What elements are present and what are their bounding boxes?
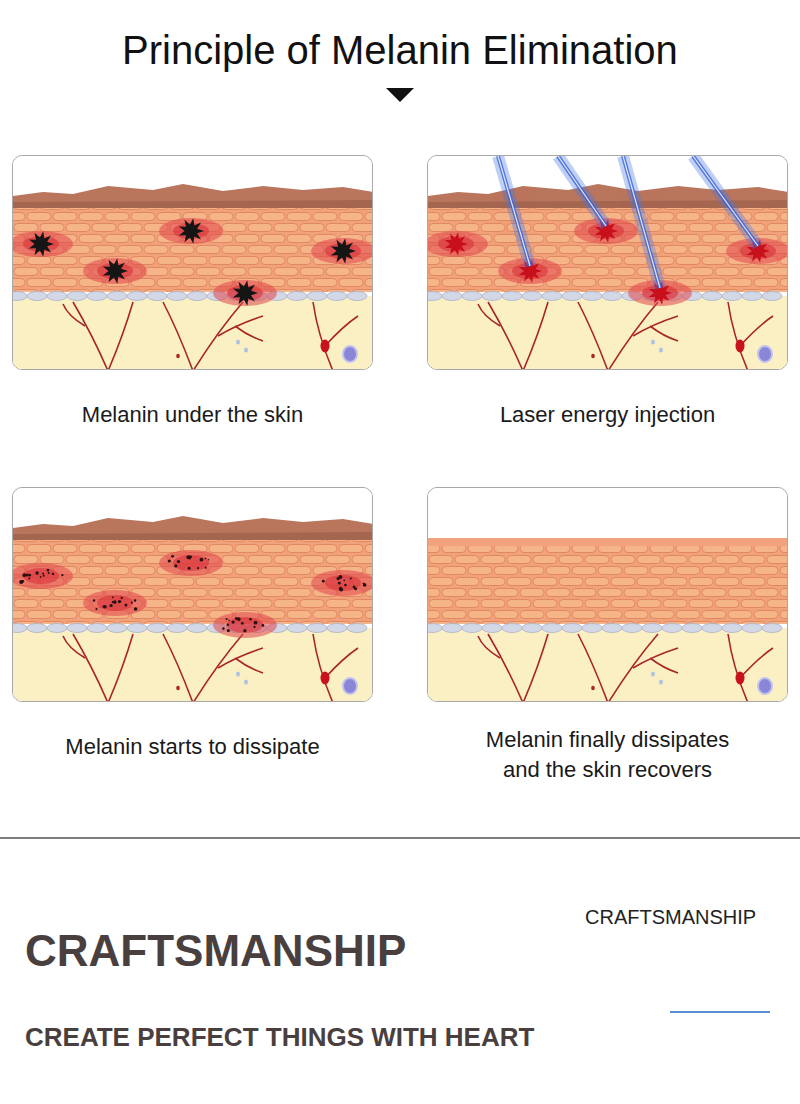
- skin-panel: Melanin starts to dissipate: [12, 487, 373, 702]
- skin-panel: Melanin finally dissipates and the skin …: [427, 487, 788, 702]
- panel-frame: [12, 155, 373, 370]
- title: Principle of Melanin Elimination: [122, 28, 678, 73]
- accent-line: [670, 1011, 770, 1013]
- skin-illustration: [13, 488, 373, 702]
- section-tag: CRAFTSMANSHIP: [585, 906, 756, 929]
- panel-frame: [427, 155, 788, 370]
- skin-panel: Melanin under the skin: [12, 155, 373, 370]
- skin-panel: Laser energy injection: [427, 155, 788, 370]
- panel-frame: [427, 487, 788, 702]
- skin-illustration: [428, 156, 788, 370]
- down-triangle: [386, 88, 414, 102]
- panel-caption: Melanin under the skin: [12, 400, 373, 430]
- panel-caption: Melanin finally dissipates and the skin …: [467, 725, 748, 785]
- skin-illustration: [428, 488, 788, 702]
- section-heading: CRAFTSMANSHIP: [25, 926, 406, 976]
- panel-caption: Melanin starts to dissipate: [12, 732, 373, 762]
- slogan: CREATE PERFECT THINGS WITH HEART: [25, 1022, 534, 1053]
- panel-frame: [12, 487, 373, 702]
- divider-line: [0, 837, 800, 839]
- panel-caption: Laser energy injection: [427, 400, 788, 430]
- skin-illustration: [13, 156, 373, 370]
